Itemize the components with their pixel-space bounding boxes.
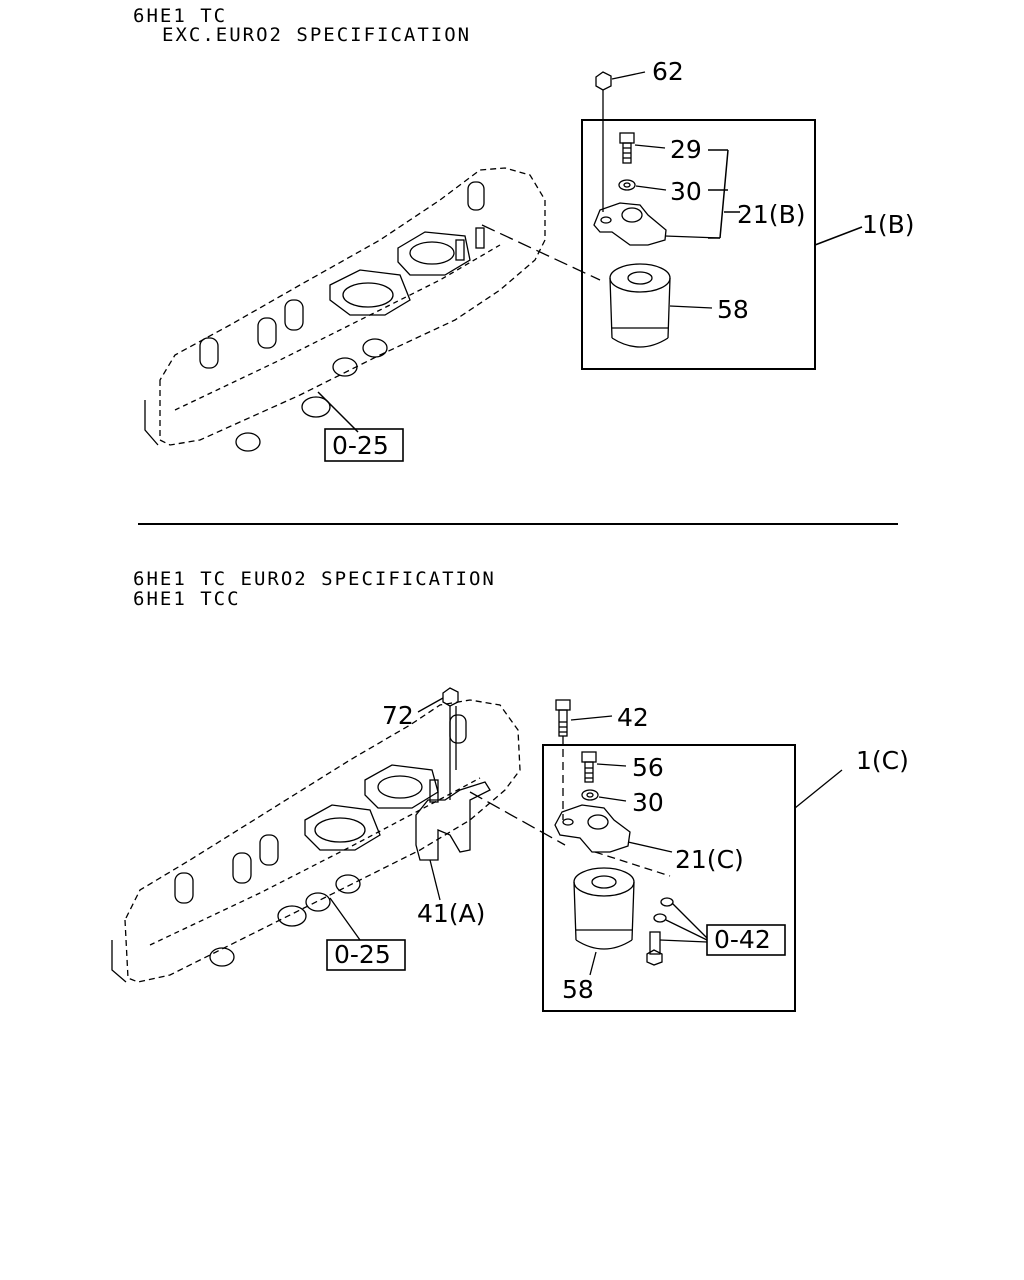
callout-30: 30 [670, 177, 702, 206]
callout-41a: 41(A) [417, 899, 485, 928]
callout-62: 62 [652, 57, 684, 86]
callout-56: 56 [632, 753, 664, 782]
callout-42: 42 [617, 703, 649, 732]
lower-assembly-box [542, 744, 796, 1012]
callout-72: 72 [382, 701, 414, 730]
bolt-icon [619, 132, 666, 164]
fitting-icon [329, 769, 843, 966]
callout-21b: 21(B) [737, 200, 805, 229]
upper-ref-box [324, 428, 404, 462]
callout-1b: 1(B) [862, 210, 915, 239]
bolt-56-icon [581, 751, 627, 783]
lower-model-label-2: 6HE1 TCC [133, 588, 241, 610]
upper-exhaust-manifold [144, 167, 546, 452]
ref-0-42: 0-42 [714, 925, 771, 954]
callout-21c: 21(C) [675, 845, 744, 874]
ref-0-25-lower: 0-25 [334, 940, 391, 969]
upper-spec-label: EXC.EURO2 SPECIFICATION [162, 24, 472, 46]
washer-lower-icon [581, 789, 627, 802]
callout-29: 29 [670, 135, 702, 164]
callout-1c: 1(C) [856, 746, 909, 775]
callout-58-lower: 58 [562, 975, 594, 1004]
upper-mount-leader [481, 224, 601, 281]
upper-model-label: 6HE1 TC [133, 5, 228, 27]
callout-58-upper: 58 [717, 295, 749, 324]
upper-group-bracket [317, 149, 863, 433]
oil-filter-icon [609, 263, 713, 348]
ref-0-42-box [706, 924, 786, 956]
lower-exhaust-manifold [111, 699, 521, 983]
stud-nut-icon [417, 687, 459, 800]
lower-model-label-1: 6HE1 TC EURO2 SPECIFICATION [133, 568, 496, 590]
lower-ref-box [326, 939, 406, 971]
bracket-41a-icon [415, 781, 491, 901]
washer-icon [618, 179, 667, 191]
ref-0-25-upper: 0-25 [332, 431, 389, 460]
filter-head-icon [593, 202, 721, 246]
nut-icon [595, 71, 646, 212]
oil-filter-lower-icon [573, 867, 635, 976]
callout-30-lower: 30 [632, 788, 664, 817]
lower-mount-leader [469, 791, 566, 846]
bolt-42-icon [555, 699, 613, 820]
filter-head-lower-icon [554, 804, 673, 877]
